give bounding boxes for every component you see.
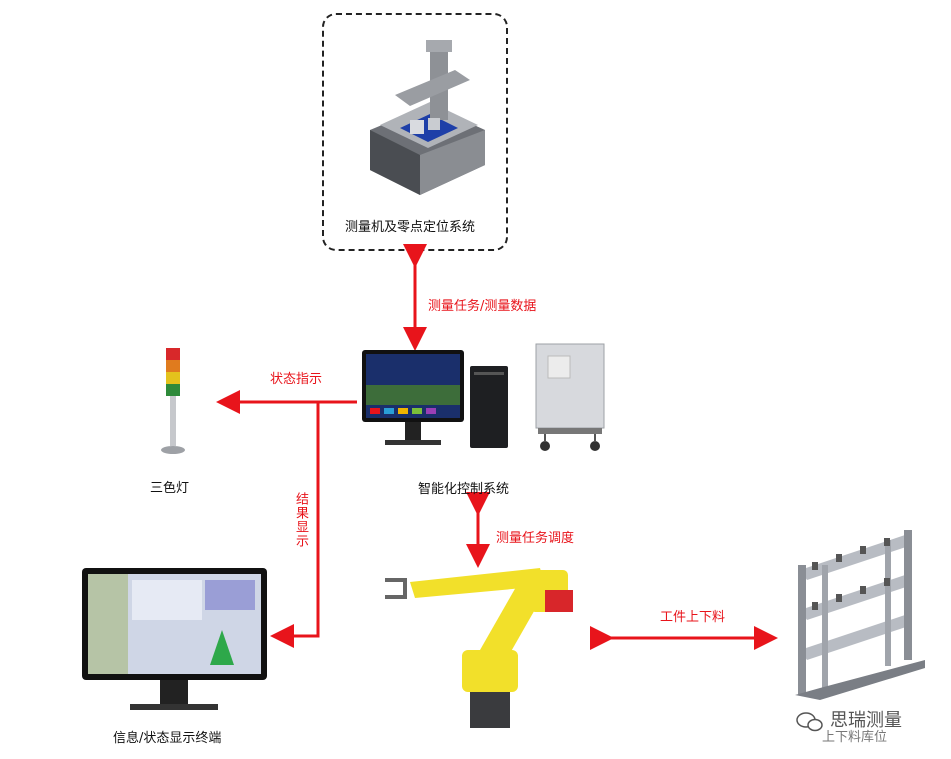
node-cmm-label: 测量机及零点定位系统 [345,220,476,235]
watermark-text: 思瑞测量 [830,710,902,731]
arrow-result [270,402,320,648]
node-rack-label: 上下料库位 [822,730,888,745]
control-cabinet-illustration [535,343,605,451]
edge-loading-label: 工件上下料 [660,610,726,625]
cmm-machine-illustration [370,40,485,195]
control-computer-illustration [362,350,508,448]
loading-rack-illustration [795,530,925,700]
robot-arm-illustration [385,568,573,728]
wechat-icon [796,712,823,732]
edge-robot-label: 测量任务调度 [496,531,575,546]
display-terminal-illustration [82,568,267,710]
node-tower-light-label: 三色灯 [150,481,190,496]
edge-status-label: 状态指示 [270,372,323,387]
node-control-label: 智能化控制系统 [418,482,510,497]
edge-result-label: 结果显示 [293,492,308,548]
edge-cmm-control-label: 测量任务/测量数据 [428,299,537,314]
node-display-label: 信息/状态显示终端 [113,731,222,746]
tower-light-illustration [161,348,185,454]
